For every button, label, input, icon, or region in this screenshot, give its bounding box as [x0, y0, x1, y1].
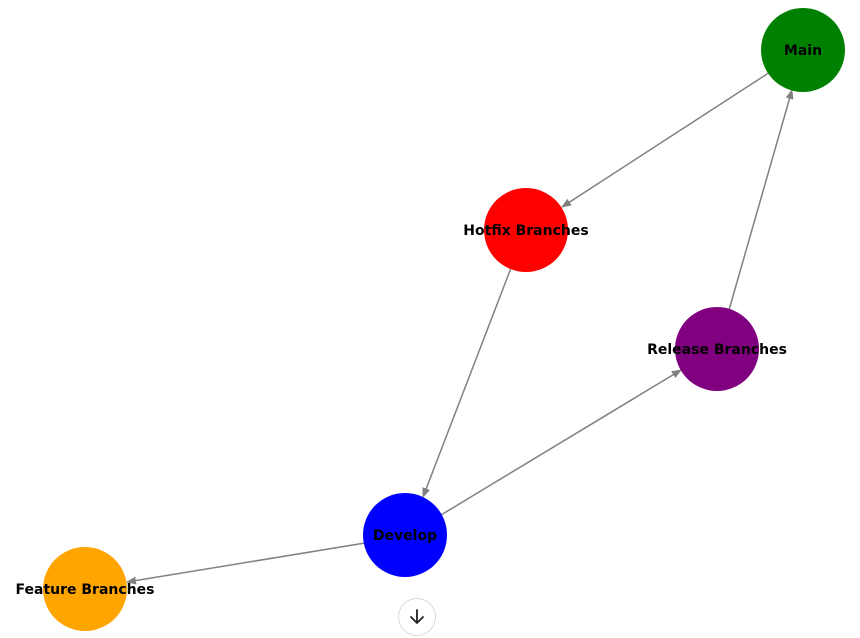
edge-develop-feature	[126, 537, 375, 585]
edge-main-hotfix	[561, 65, 777, 208]
node-main-circle	[761, 8, 845, 92]
node-main[interactable]: Main	[761, 8, 845, 92]
node-main-label: Main	[784, 43, 822, 59]
node-release-branches[interactable]: Release Branches	[647, 307, 787, 391]
node-develop-label: Develop	[373, 528, 437, 544]
node-feature-label: Feature Branches	[16, 582, 155, 598]
node-feature-branches[interactable]: Feature Branches	[16, 547, 155, 631]
node-develop-circle	[363, 493, 447, 577]
node-release-circle	[675, 307, 759, 391]
edge-develop-release	[431, 369, 682, 524]
scroll-down-button[interactable]	[398, 598, 436, 636]
node-hotfix-circle	[484, 188, 568, 272]
node-develop[interactable]: Develop	[363, 493, 447, 577]
node-hotfix-label: Hotfix Branches	[463, 223, 588, 239]
edge-release-main	[728, 89, 794, 311]
node-release-label: Release Branches	[647, 342, 787, 358]
node-hotfix-branches[interactable]: Hotfix Branches	[463, 188, 589, 272]
edge-hotfix-develop	[422, 267, 512, 498]
node-feature-circle	[43, 547, 127, 631]
arrow-down-icon	[410, 609, 424, 624]
